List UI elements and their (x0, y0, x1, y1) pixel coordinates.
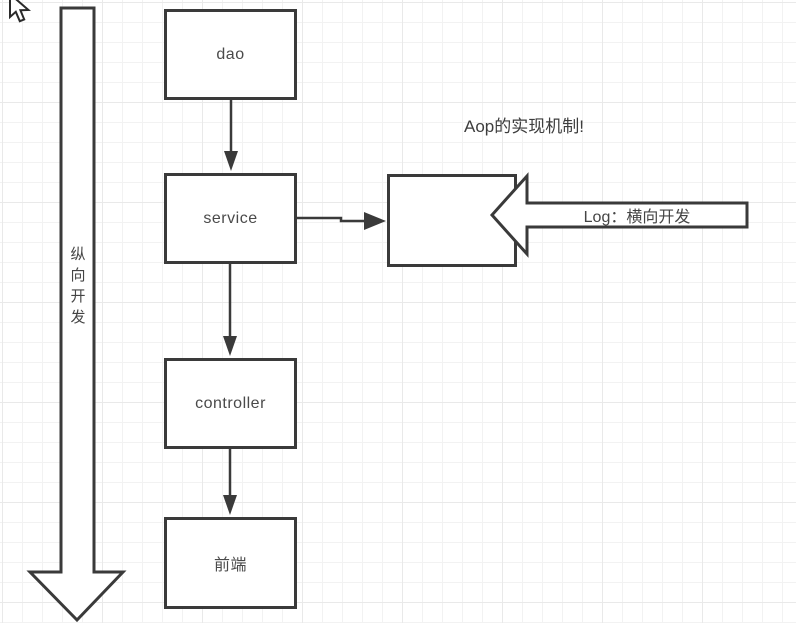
log-block-arrow-label[interactable]: Log：横向开发 (583, 209, 691, 226)
vertical-block-arrow[interactable] (26, 6, 127, 623)
arrow-pointer-icon (9, 0, 31, 23)
vertical-block-arrow-label[interactable]: 纵向开发 (68, 246, 86, 330)
canvas-edge (0, 623, 796, 631)
connector-controller-frontend[interactable] (223, 449, 237, 515)
node-controller-label: controller (195, 394, 266, 412)
node-frontend-label: 前端 (213, 557, 247, 574)
aop-note-text[interactable]: Aop的实现机制! (464, 117, 584, 136)
node-service-label: service (203, 209, 258, 227)
node-dao-label: dao (216, 45, 245, 63)
node-service[interactable]: service (164, 173, 297, 264)
connector-dao-service[interactable] (224, 100, 238, 171)
connector-service-aoptarget[interactable] (297, 212, 386, 230)
node-controller[interactable]: controller (164, 358, 297, 449)
connector-service-controller[interactable] (223, 264, 237, 356)
log-block-arrow[interactable] (489, 172, 749, 258)
node-dao[interactable]: dao (164, 9, 297, 100)
node-frontend[interactable]: 前端 (164, 517, 297, 609)
